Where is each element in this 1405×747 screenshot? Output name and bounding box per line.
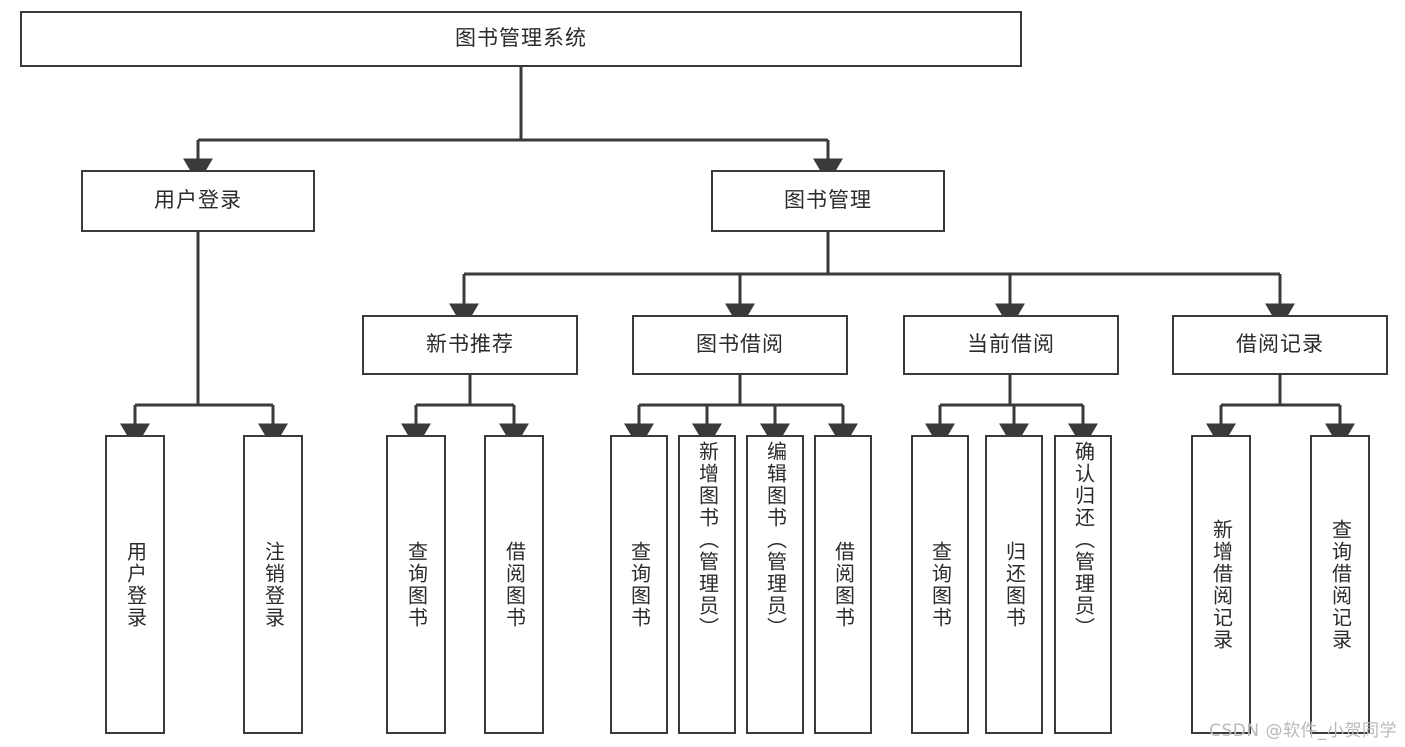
node-leaf-borrow-book-1[interactable]: 借阅图书	[484, 435, 544, 734]
node-label: 借阅图书	[502, 540, 527, 629]
node-label: 归还图书	[1002, 540, 1027, 629]
node-label: 当前借阅	[967, 332, 1055, 357]
node-label: 编辑图书（管理员）	[763, 441, 788, 639]
node-leaf-query-book-1[interactable]: 查询图书	[386, 435, 446, 734]
node-leaf-user-logout[interactable]: 注销登录	[243, 435, 303, 734]
node-leaf-add-book[interactable]: 新增图书（管理员）	[678, 435, 736, 734]
node-label: 查询图书	[404, 540, 429, 629]
node-current-borrow[interactable]: 当前借阅	[903, 315, 1119, 375]
node-borrow-record[interactable]: 借阅记录	[1172, 315, 1388, 375]
watermark-text: CSDN @软件_小贺同学	[1209, 721, 1397, 741]
node-label: 借阅记录	[1236, 332, 1324, 357]
node-leaf-return-book[interactable]: 归还图书	[985, 435, 1043, 734]
node-label: 确认归还（管理员）	[1071, 441, 1096, 639]
node-new-book-recommend[interactable]: 新书推荐	[362, 315, 578, 375]
node-leaf-add-record[interactable]: 新增借阅记录	[1191, 435, 1251, 734]
node-user-login[interactable]: 用户登录	[81, 170, 315, 232]
node-label: 图书管理	[784, 188, 872, 213]
node-label: 查询借阅记录	[1328, 518, 1353, 651]
node-leaf-query-book-2[interactable]: 查询图书	[610, 435, 668, 734]
node-label: 用户登录	[123, 540, 148, 629]
node-label: 查询图书	[928, 540, 953, 629]
node-label: 新增借阅记录	[1209, 518, 1234, 651]
node-root[interactable]: 图书管理系统	[20, 11, 1022, 67]
node-label: 借阅图书	[831, 540, 856, 629]
node-label: 注销登录	[261, 540, 286, 629]
node-leaf-query-record[interactable]: 查询借阅记录	[1310, 435, 1370, 734]
node-label: 新增图书（管理员）	[695, 441, 720, 639]
node-leaf-confirm-return[interactable]: 确认归还（管理员）	[1054, 435, 1112, 734]
node-label: 图书管理系统	[455, 26, 587, 51]
node-leaf-user-login[interactable]: 用户登录	[105, 435, 165, 734]
node-leaf-query-book-3[interactable]: 查询图书	[911, 435, 969, 734]
node-label: 图书借阅	[696, 332, 784, 357]
node-label: 新书推荐	[426, 332, 514, 357]
node-leaf-edit-book[interactable]: 编辑图书（管理员）	[746, 435, 804, 734]
node-book-borrow[interactable]: 图书借阅	[632, 315, 848, 375]
node-book-manage[interactable]: 图书管理	[711, 170, 945, 232]
node-label: 查询图书	[627, 540, 652, 629]
node-leaf-borrow-book-2[interactable]: 借阅图书	[814, 435, 872, 734]
node-label: 用户登录	[154, 188, 242, 213]
